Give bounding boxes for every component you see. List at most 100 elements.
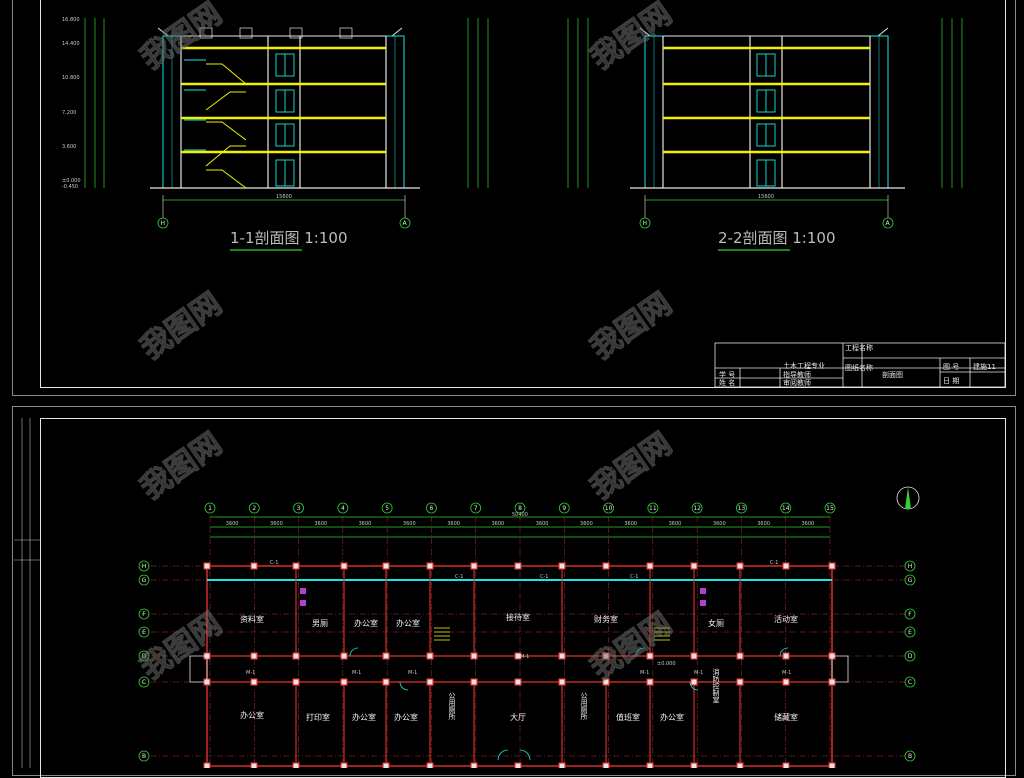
col-axis-label: 6: [430, 505, 434, 512]
col-axis-label: 13: [738, 505, 746, 512]
row-axis-label: D: [142, 653, 147, 660]
axis-bubble: [691, 502, 703, 514]
drawing-no-label: 图 号: [943, 363, 959, 371]
row-axis-label: H: [142, 563, 147, 570]
room-label: 办公室: [396, 618, 420, 628]
row-axis-label: F: [142, 611, 146, 618]
watermark-3: 我图网: [135, 286, 229, 366]
axis-bubble: [514, 502, 526, 514]
row-axis-label: D: [908, 653, 913, 660]
row-axis-label: C: [142, 679, 146, 686]
axis-bubble: [904, 650, 916, 662]
window-tag: C-1: [540, 574, 548, 580]
door-tag: M-1: [520, 654, 529, 660]
bay-dim: 3600: [801, 521, 814, 527]
door-tag: M-1: [782, 670, 791, 676]
major-text: 土木工程专业: [783, 361, 825, 370]
bay-dim: 3600: [713, 521, 726, 527]
section-title-2: 2-2剖面图 1:100: [718, 229, 836, 247]
room-label: 消防控制室: [712, 668, 720, 704]
door-tag: M-1: [694, 670, 703, 676]
room-label: 接待室: [506, 612, 530, 622]
window-tag: C-1: [770, 560, 778, 566]
room-label: 财务室: [594, 614, 618, 624]
axis-label-left: H: [161, 220, 166, 227]
room-label: 公用厕所: [580, 692, 588, 721]
col-axis-label: 4: [341, 505, 345, 512]
door-tag: M-1: [352, 670, 361, 676]
project-label: 工程名称: [845, 343, 873, 352]
row-axis-label: E: [908, 629, 912, 636]
window-tag: C-1: [270, 560, 278, 566]
section-sheet-outer: [12, 0, 1016, 396]
bay-dim: 3600: [669, 521, 682, 527]
axis-bubble: [904, 626, 916, 638]
row-axis-label: E: [142, 629, 146, 636]
row-axis-label: H: [908, 563, 913, 570]
bay-dim: 3600: [757, 521, 770, 527]
bay-dim: 3600: [359, 521, 372, 527]
bay-dim: 3600: [580, 521, 593, 527]
axis-bubble: [204, 502, 216, 514]
axis-bubble: [780, 502, 792, 514]
axis-bubble: [138, 560, 150, 572]
axis-bubble: [337, 502, 349, 514]
col-axis-label: 12: [693, 505, 701, 512]
section-sheet: [40, 0, 1006, 388]
window-tag: C-1: [455, 574, 463, 580]
axis-label-left-2: H: [643, 220, 648, 227]
row-axis-label: B: [908, 753, 912, 760]
room-label: 男厕: [312, 619, 328, 628]
axis-bubble: [904, 608, 916, 620]
door-tag: M-1: [408, 670, 417, 676]
bay-dim: 3600: [536, 521, 549, 527]
axis-bubble: [824, 502, 836, 514]
overall-dim: 50400: [512, 512, 528, 518]
col-axis-label: 9: [562, 505, 566, 512]
span-dimension-2: 15600: [758, 194, 774, 200]
plan-side-table: [14, 418, 40, 768]
bay-dim: 3600: [226, 521, 239, 527]
axis-bubble: [904, 750, 916, 762]
elev-7: -0.450: [62, 184, 78, 190]
elev-6: ±0.000: [62, 178, 81, 184]
row-axis-label: G: [142, 577, 147, 584]
col-axis-label: 5: [385, 505, 389, 512]
date-label: 日 期: [943, 377, 959, 385]
watermark-7: 我图网: [135, 606, 229, 686]
room-label: 办公室: [394, 712, 418, 722]
axis-bubble: [647, 502, 659, 514]
room-label: 办公室: [352, 712, 376, 722]
axis-bubble: [904, 676, 916, 688]
watermark-4: 我图网: [585, 286, 679, 366]
axis-bubble: [736, 502, 747, 514]
elev-2: 14.400: [62, 41, 80, 47]
bay-dim: 3600: [403, 521, 416, 527]
col-axis-label: 2: [252, 505, 256, 512]
section-title-1: 1-1剖面图 1:100: [230, 229, 348, 247]
watermark-6: 我图网: [585, 426, 679, 506]
axis-bubble: [904, 560, 916, 572]
title-block: [714, 342, 1006, 388]
window-tag: C-1: [630, 574, 638, 580]
col-axis-label: 8: [518, 505, 522, 512]
col-axis-label: 10: [605, 505, 613, 512]
axis-bubble: [603, 502, 614, 514]
elev-3: 10.800: [62, 75, 80, 81]
section-1-1: H A 15600 1-1剖面图 1:100: [84, 18, 489, 251]
axis-label-right-2: A: [886, 220, 891, 227]
row-axis-label: C: [908, 679, 912, 686]
room-label: 活动室: [774, 614, 798, 624]
col-axis-label: 14: [782, 505, 790, 512]
col-axis-label: 7: [474, 505, 478, 512]
axis-bubble: [138, 608, 150, 620]
axis-bubble: [248, 502, 260, 514]
floor-plan: 50400 1360023600336004360053600636007360…: [138, 486, 920, 768]
axis-bubble: [470, 502, 482, 514]
watermark-2: 我图网: [585, 0, 679, 77]
axis-bubble: [138, 750, 150, 762]
col-axis-label: 11: [649, 505, 657, 512]
student-id-label: 学 号: [719, 370, 735, 379]
room-label: 办公室: [240, 710, 264, 720]
elev-4: 7.200: [62, 110, 76, 116]
